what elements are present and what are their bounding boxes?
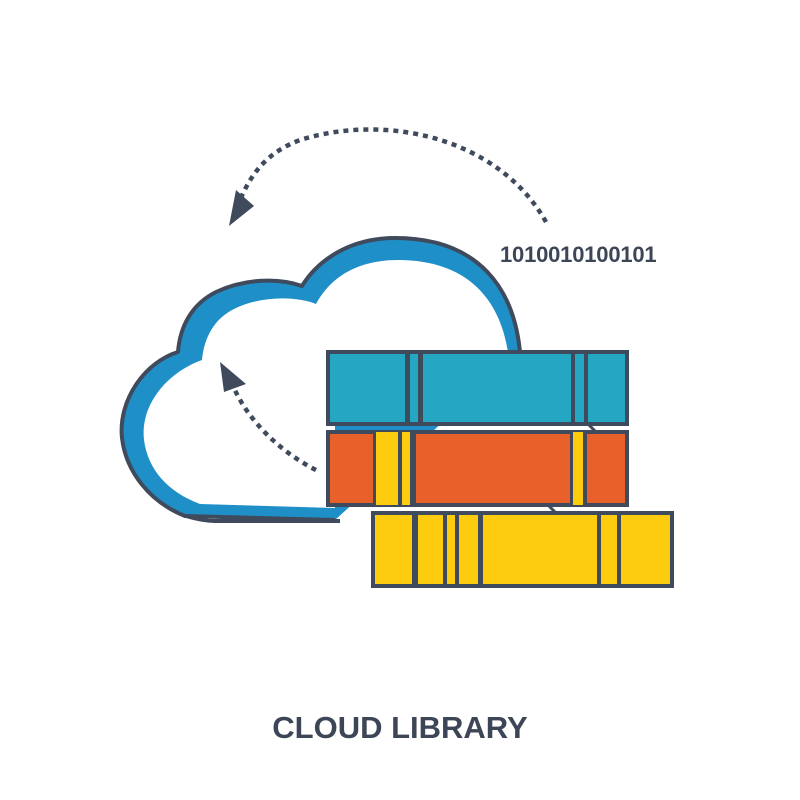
inner-sync-arrow-icon: [220, 362, 318, 473]
cloud-white-inner: [143, 260, 508, 508]
outer-sync-arrow-icon: [229, 127, 548, 226]
book-middle-orange: [326, 430, 629, 507]
outer-arrowhead-icon: [229, 190, 254, 226]
inner-arrowhead-icon: [220, 362, 246, 392]
book-top-teal: [326, 350, 629, 426]
binary-code-text: 1010010100101: [500, 242, 656, 267]
outer-dashed-arc: [237, 127, 548, 224]
inner-dashed-arc: [231, 387, 318, 473]
book-stack-icon: [326, 350, 674, 588]
cloud-icon: [119, 236, 522, 523]
book-bottom-yellow: [371, 511, 674, 588]
cloud-base-line: [185, 514, 340, 523]
caption-title: CLOUD LIBRARY: [272, 710, 528, 745]
